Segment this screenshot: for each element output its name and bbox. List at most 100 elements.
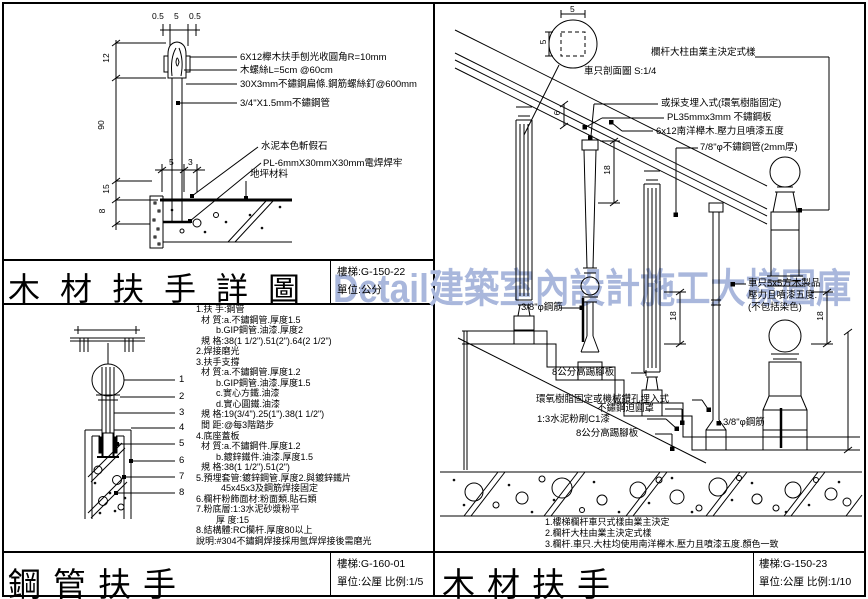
number-leaders	[114, 379, 175, 495]
dimension-label: 5	[174, 11, 179, 21]
spec-line: 規 格:38(1 1/2").51(2")	[196, 462, 290, 473]
drawing-ref: 樓梯:G-150-22	[337, 266, 406, 278]
spec-line: 6.欄杆粉飾面材:粉面類.貼石類	[196, 493, 317, 504]
handrail-post	[163, 41, 191, 224]
spec-line: 材 質:a.不鏽鋼件.厚度1.2	[196, 441, 301, 452]
callout-label: 3/4"X1.5mm不鏽鋼管	[240, 98, 330, 109]
dimension-label: 18	[602, 165, 612, 175]
callout-label: 3/8"φ鋼筋	[521, 302, 563, 313]
spec-list: 1.扶 手:鋼管 材 質:a.不鏽鋼管.厚度1.5 b.GIP鋼管.油漆.厚度2…	[196, 304, 372, 547]
callout-number: 8	[179, 487, 185, 498]
drawing-unit: 單位:公分	[337, 284, 382, 296]
spec-line: b.GIP鋼管.油漆.厚度1.5	[196, 377, 311, 388]
callout-label: 6x12南洋櫸木.壓力且噴漆五度	[656, 126, 784, 137]
callout-label: 7/8"φ不鏽鋼管(2mm厚)	[700, 142, 798, 153]
pipe-rail-section-drawing	[70, 326, 175, 519]
spec-line: 4.底座蓋板	[196, 430, 240, 441]
callout-label: 欄杆大柱由業主決定式樣	[651, 47, 756, 58]
spec-line: d.實心圓鐵.油漆	[196, 398, 281, 409]
callout-label: 8公分高踢腳板	[552, 367, 615, 378]
callout-number: 7	[179, 471, 185, 482]
section-detail-circle	[523, 10, 598, 136]
dimension-label: 15	[101, 184, 111, 194]
drawing-unit: 單位:公厘 比例:1/10	[759, 576, 852, 588]
callout-label: 或採支埋入式(環氧樹脂固定)	[661, 98, 782, 109]
titleblock-divider-2	[330, 551, 331, 595]
callout-label: 水泥本色斬假石	[261, 141, 328, 152]
callout-label: 木螺絲L=5cm @60cm	[240, 65, 333, 76]
callout-label: 環氧樹脂固定或機械鑽孔埋入式	[536, 394, 670, 405]
general-note: 2.欄杆大柱由業主決定式樣	[545, 528, 652, 538]
spec-line: 1.扶 手:鋼管	[196, 304, 245, 314]
spec-line: 材 質:a.不鏽鋼管.厚度1.2	[196, 367, 301, 378]
spec-line: 說明:#304不鏽鋼焊接採用氬焊焊接後需磨光	[196, 536, 372, 547]
callout-number: 5	[179, 438, 185, 449]
dimension-label: 5	[570, 4, 575, 14]
drawing-ref: 樓梯:G-160-01	[337, 558, 406, 570]
spec-line: b.GIP鋼管.油漆.厚度2	[196, 325, 304, 336]
callout-number: 1	[179, 374, 185, 385]
panel-title-wood-detail: 木材扶手詳圖	[8, 271, 321, 307]
drawing-unit: 單位:公厘 比例:1/5	[337, 576, 424, 588]
watermark: Detail建築室內設計施工大樣圖庫	[333, 267, 852, 311]
dimension-label: 90	[96, 120, 106, 130]
spec-line: 間 距:@每3階踏步	[196, 420, 275, 431]
dimension-label: 18	[815, 311, 825, 321]
spec-line: 材 質:a.不鏽鋼管.厚度1.5	[196, 314, 301, 325]
dimension-label: 18	[668, 311, 678, 321]
callout-label: PL35mmx3mm 不鏽鋼板	[667, 112, 772, 123]
concrete-base	[84, 429, 132, 519]
baluster-tapered	[577, 139, 603, 381]
spec-line: 3.扶手支撐	[196, 356, 240, 367]
callout-label: 壓力且噴漆五度.	[748, 290, 818, 301]
dimension-lines	[111, 24, 205, 230]
spec-line: 8.結構體:RC欄杆.厚度80以上	[196, 525, 313, 536]
callout-number: 2	[179, 391, 185, 402]
dimension-lines	[559, 100, 853, 454]
spec-line: 2.焊接磨光	[196, 346, 240, 357]
callout-label: 3/8"φ鋼筋	[723, 417, 765, 428]
callout-label: 不鏽鋼迫圓罩	[597, 403, 655, 414]
stairs-and-floor	[457, 330, 860, 470]
plan-view	[70, 326, 145, 352]
dimension-label: 3	[188, 157, 193, 167]
panel-title-wood-rail: 木材扶手	[442, 568, 622, 599]
dimension-label: 6	[552, 110, 562, 116]
spec-line: 規 格:38(1 1/2").51(2").64(2 1/2")	[196, 335, 332, 346]
callout-number: 4	[179, 422, 185, 433]
dimension-label: 5	[169, 157, 174, 167]
callout-label: (不包括染色)	[748, 302, 802, 313]
spec-line: 5.預埋套管:鍍鋅鋼管.厚度2.與鍍鋅鐵片	[196, 472, 352, 483]
left-titlebar-bottom-line	[2, 303, 434, 305]
general-note: 3.欄杆.車只.大柱均使用南洋櫸木.壓力且噴漆五度.顏色一致	[545, 539, 779, 549]
dimension-label: 0.5	[189, 11, 201, 21]
panel-title-pipe-rail: 鋼管扶手	[8, 568, 188, 599]
callout-label: 1:3水泥粉刷C1漆	[537, 414, 610, 425]
leader-lines	[176, 56, 262, 223]
section-detail-label: 車只剖面圖 S:1/4	[584, 66, 657, 77]
spec-line: 規 格:19(3/4").25(1").38(1 1/2")	[196, 409, 325, 420]
callout-number: 3	[179, 407, 185, 418]
drawing-ref: 樓梯:G-150-23	[759, 558, 828, 570]
baluster-fluted-2	[641, 170, 663, 417]
dimension-label: 5	[538, 39, 548, 45]
floor-slab	[149, 195, 292, 249]
general-note: 1.樓梯欄杆車只式樣由業主決定	[545, 517, 670, 527]
callout-label: PL-6mmX30mmX30mm電焊焊牢	[263, 158, 403, 169]
callout-label: 地坪材料	[250, 169, 289, 180]
wood-handrail-detail-drawing	[111, 24, 292, 249]
spec-line: c.實心方鐵.油漆	[196, 388, 280, 399]
spec-line: 45x45x3及鋼筋焊接固定	[196, 483, 319, 494]
titleblock-divider-3	[753, 551, 754, 595]
callout-label: 8公分高踢腳板	[576, 428, 639, 439]
callout-number: 6	[179, 455, 185, 466]
panel-divider-vertical	[433, 2, 435, 595]
handrail-lines	[454, 29, 768, 225]
leader-lines	[559, 56, 830, 451]
dimension-label: 12	[101, 53, 111, 63]
bottom-titlebar-line	[2, 551, 864, 553]
baluster-fluted-1	[513, 106, 535, 345]
spec-line: b.鍍鋅鐵件.油漆.厚度1.5	[196, 451, 314, 462]
dimension-label: 8	[97, 208, 107, 214]
